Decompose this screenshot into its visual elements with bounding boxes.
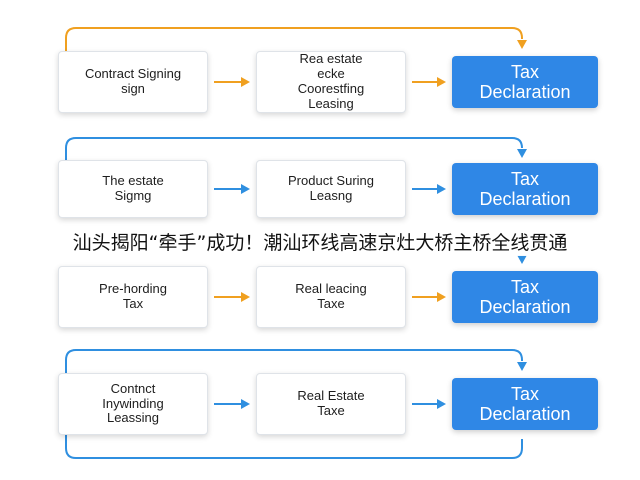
row2-step1-line1: The estate [102, 173, 164, 189]
row2-arrowhead-1 [241, 184, 250, 194]
row1-arrowhead-1 [241, 77, 250, 87]
row4-tax-line1: Tax [510, 383, 539, 404]
row3-step2-line1: Real leacing [295, 281, 367, 297]
row4-loop-arrowhead [517, 362, 527, 371]
row4-step1-line2: Inywinding [102, 395, 164, 411]
row4-bottom-loop-connector [65, 435, 523, 459]
row4-step1-line3: Leassing [106, 410, 160, 426]
row3-step1-line2: Tax [122, 296, 144, 311]
row3-tax-line1: Tax [510, 276, 539, 297]
row2-loop-connector [65, 137, 523, 160]
row1-step2-line2: ecke [317, 66, 345, 82]
row4-tax-line2: Declaration [479, 404, 571, 424]
row4-loop-connector [65, 349, 523, 373]
news-headline-banner: 汕头揭阳“牵手”成功！潮汕环线高速京灶大桥主桥全线贯通 [0, 226, 640, 256]
row3-arrowhead-2 [437, 292, 446, 302]
row1-arrowhead-2 [437, 77, 446, 87]
row1-loop-arrowhead [517, 40, 527, 49]
row1-tax-line1: Tax [510, 61, 539, 82]
row4-step2-line1: Real Estate [297, 388, 365, 404]
row4-arrowhead-1 [241, 399, 250, 409]
row3-loop-arrowhead [517, 255, 527, 264]
row2-tax-line2: Declaration [479, 189, 571, 209]
row4-step1-line1: Contnct [110, 380, 156, 396]
row3-tax-line2: Declaration [479, 297, 571, 317]
row2-arrowhead-2 [437, 184, 446, 194]
row1-step2-line1: Rea estate [299, 51, 363, 67]
row1-step2-line4: Leasing [308, 95, 354, 111]
row4-step2-line2: Taxe [317, 403, 345, 418]
row1-step1-line2: sign [121, 81, 145, 96]
row2-loop-arrowhead [517, 149, 527, 158]
row2-step2-line1: Product Suring [288, 173, 374, 189]
row1-step1-line1: Contract Signing [84, 66, 182, 82]
row3-step2-line2: Taxe [317, 296, 345, 311]
row4-arrowhead-2 [437, 399, 446, 409]
row3-step1-line1: Pre-hording [99, 281, 167, 297]
row2-tax-line1: Tax [510, 168, 539, 189]
row2-step1-line2: Sigmg [114, 188, 152, 203]
row1-loop-connector [65, 27, 523, 51]
row3-arrowhead-1 [241, 292, 250, 302]
row2-step2-line2: Leasng [309, 188, 353, 203]
row1-tax-line2: Declaration [479, 82, 571, 102]
row1-step2-line3: Coorestfing [297, 81, 365, 96]
